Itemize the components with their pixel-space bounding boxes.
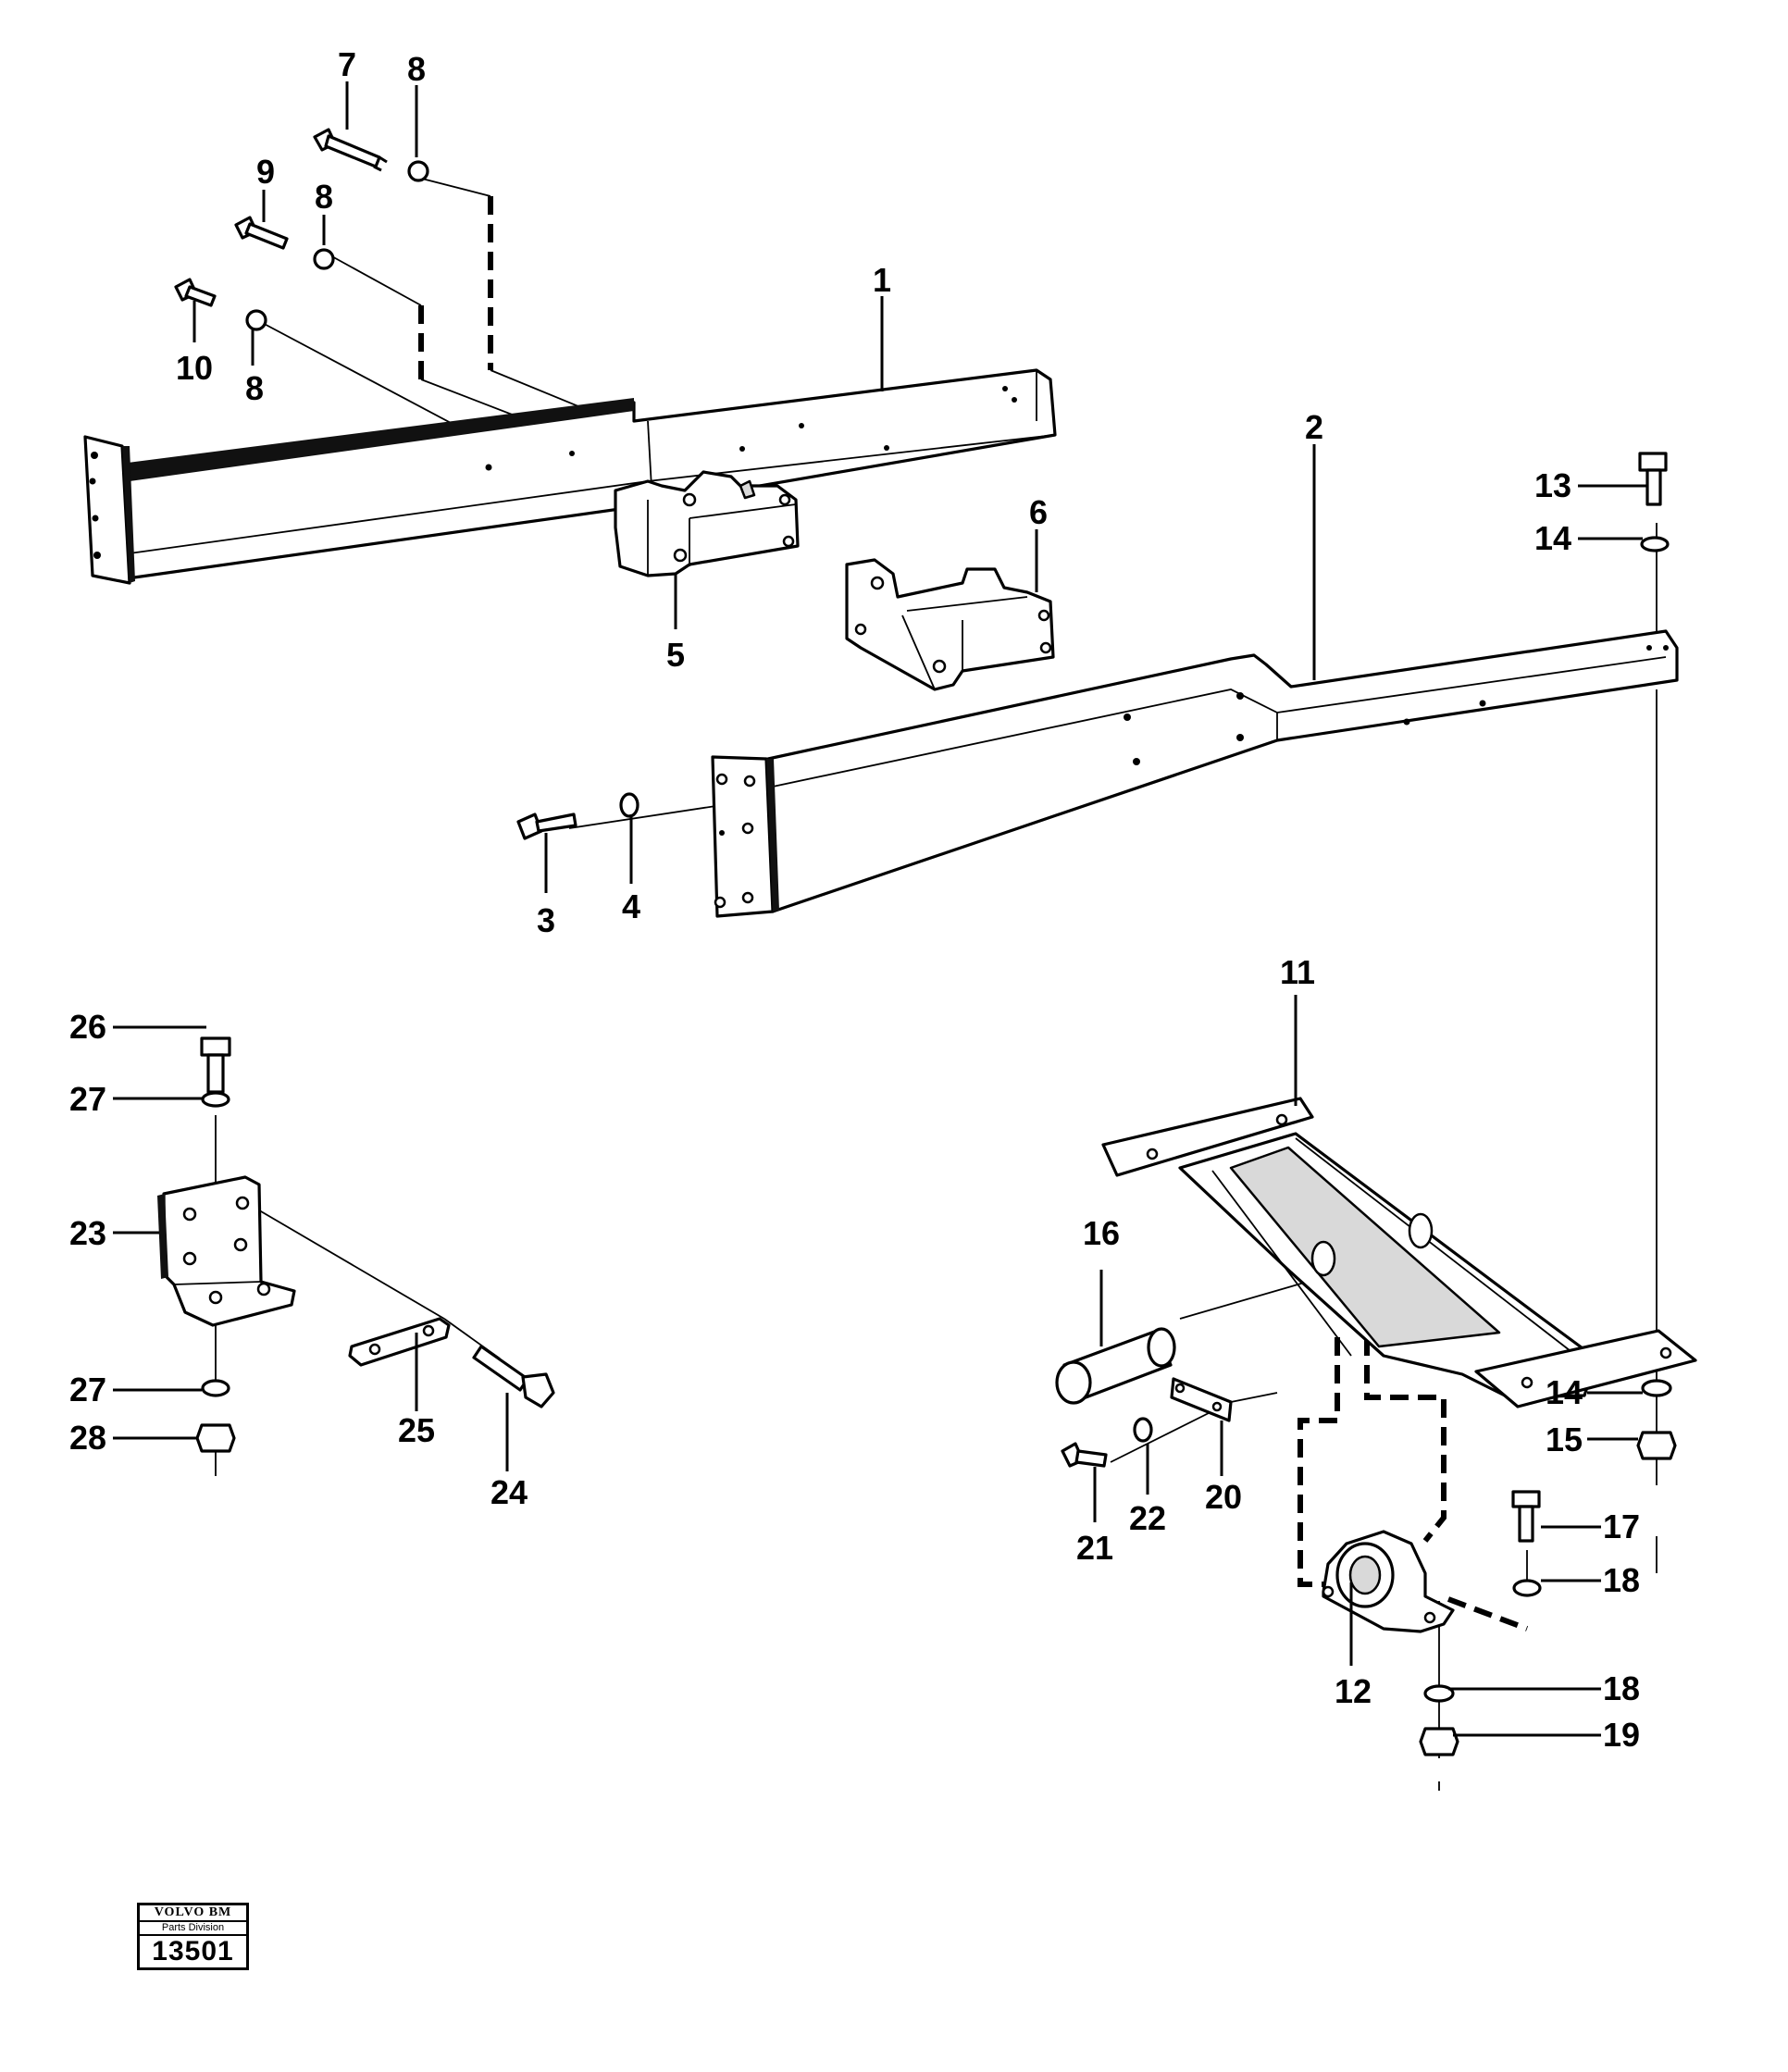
callout-2: 2 xyxy=(1305,408,1323,446)
callout-13: 13 xyxy=(1534,466,1571,504)
callout-16: 16 xyxy=(1083,1214,1120,1252)
callout-11: 11 xyxy=(1280,953,1315,991)
callout-18b: 18 xyxy=(1603,1669,1640,1707)
frame-member-1 xyxy=(83,368,1057,585)
callout-24: 24 xyxy=(490,1473,528,1511)
callout-8c: 8 xyxy=(245,369,264,407)
callout-6: 6 xyxy=(1029,493,1048,531)
callout-leaders xyxy=(113,81,1647,1737)
callout-27a: 27 xyxy=(69,1080,106,1118)
pin-16 xyxy=(1055,1327,1176,1405)
frame-member-2 xyxy=(711,629,1679,918)
callout-26: 26 xyxy=(69,1008,106,1046)
callout-7: 7 xyxy=(338,45,356,83)
callout-14b: 14 xyxy=(1546,1373,1583,1411)
fasteners xyxy=(174,128,1677,1756)
callout-12: 12 xyxy=(1335,1672,1372,1710)
callout-19: 19 xyxy=(1603,1716,1640,1754)
callout-5: 5 xyxy=(666,636,685,674)
crossmember-11 xyxy=(1101,1097,1697,1408)
logo-drawing-number: 13501 xyxy=(152,1936,234,1967)
callout-8b: 8 xyxy=(315,178,333,216)
angle-bracket-23 xyxy=(157,1175,296,1327)
bracket-5 xyxy=(614,470,800,577)
callout-22: 22 xyxy=(1129,1499,1166,1537)
bracket-6 xyxy=(845,558,1055,691)
callout-14a: 14 xyxy=(1534,519,1571,557)
callout-15: 15 xyxy=(1546,1421,1583,1458)
callout-17: 17 xyxy=(1603,1507,1640,1545)
link-plate-25 xyxy=(348,1317,451,1367)
callout-4: 4 xyxy=(622,887,640,925)
callout-numbers: 7 8 9 8 10 8 1 2 3 4 5 6 13 14 11 14 15 … xyxy=(69,45,1640,1754)
callout-21: 21 xyxy=(1076,1529,1113,1567)
plate-20 xyxy=(1170,1377,1233,1422)
callout-20: 20 xyxy=(1205,1478,1242,1516)
bearing-housing-12 xyxy=(1322,1530,1455,1633)
logo-division: Parts Division xyxy=(140,1922,246,1936)
callout-8a: 8 xyxy=(407,50,426,88)
callout-25: 25 xyxy=(398,1411,435,1449)
callout-23: 23 xyxy=(69,1214,106,1252)
volvo-bm-logo-box: VOLVO BM Parts Division 13501 xyxy=(137,1903,249,1970)
callout-3: 3 xyxy=(537,901,555,939)
bolt-24 xyxy=(472,1345,555,1408)
callout-9: 9 xyxy=(256,153,275,191)
callout-1: 1 xyxy=(873,261,891,299)
callout-18a: 18 xyxy=(1603,1561,1640,1599)
callout-10: 10 xyxy=(176,349,213,387)
callout-27b: 27 xyxy=(69,1371,106,1408)
callout-28: 28 xyxy=(69,1419,106,1457)
logo-brand: VOLVO BM xyxy=(140,1905,246,1922)
